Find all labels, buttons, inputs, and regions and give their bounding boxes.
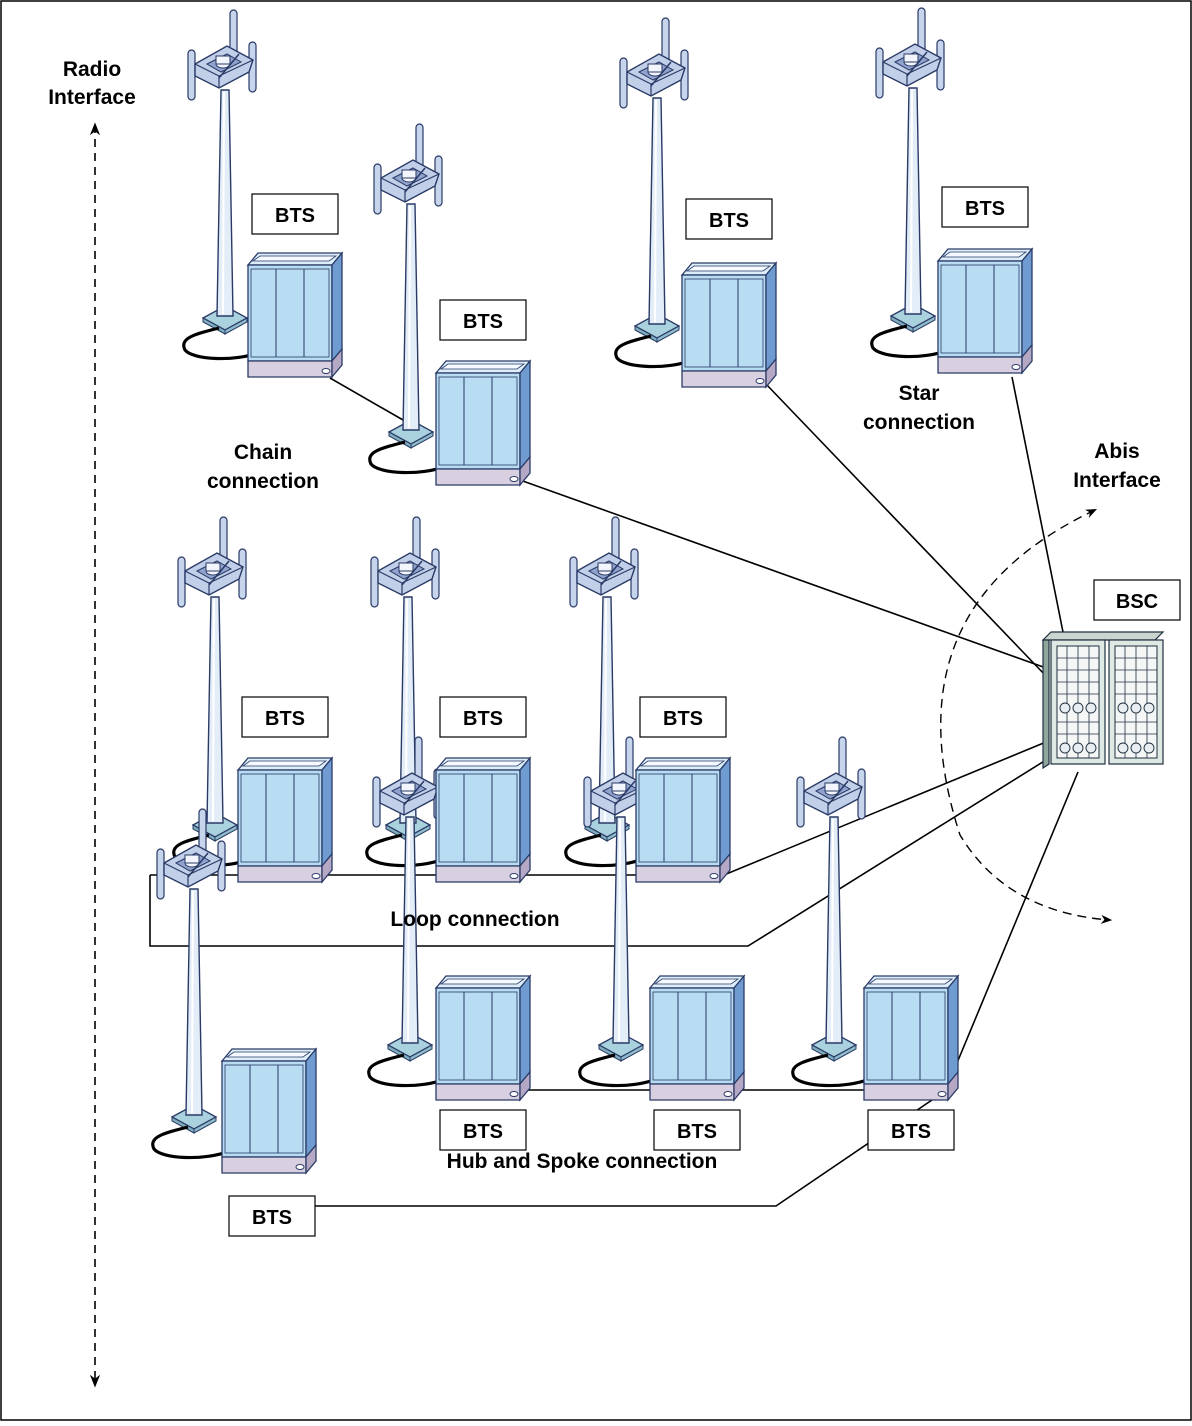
bts-label: BTS: [463, 708, 503, 730]
bts-label: BTS: [463, 311, 503, 333]
bts-label-box: BTS: [439, 299, 527, 341]
bsc-equipment-icon: [1041, 631, 1165, 770]
bts-label: BTS: [463, 1121, 503, 1143]
bts-cabinet-icon: [635, 757, 731, 883]
bts-labels: BTS BTS BTS BTS BTS BTS BTS BTS: [228, 186, 1029, 1237]
star-link-line-1: [764, 382, 1047, 677]
bts-cabinet-icon: [247, 252, 343, 378]
bts-label: BTS: [677, 1121, 717, 1143]
chain-to-bsc-line: [519, 479, 1047, 669]
antenna-tower-icon: [564, 515, 645, 868]
antenna-towers: [151, 6, 951, 1160]
connection-labels: Radio Interface Abis Interface Chain con…: [48, 58, 1161, 1173]
star-link-line-2: [1011, 376, 1064, 633]
bts-cabinet-icon: [435, 975, 531, 1101]
bts-cabinet-icon: [863, 975, 959, 1101]
bts-label-box: BTS: [867, 1109, 955, 1151]
loop-outer-line: [149, 759, 1047, 947]
bts-cabinet-icon: [435, 757, 531, 883]
bts-label: BTS: [275, 205, 315, 227]
bts-cabinet-icon: [435, 360, 531, 486]
bts-label-box: BTS: [439, 696, 527, 738]
bts-label-box: BTS: [941, 186, 1029, 228]
bsc-label-box: BSC: [1093, 579, 1181, 621]
bts-label: BTS: [265, 708, 305, 730]
bts-label-box: BTS: [639, 696, 727, 738]
bts-cabinet-icon: [649, 975, 745, 1101]
bts-cabinet-icon: [681, 262, 777, 388]
star-connection-label-line1: Star: [899, 382, 940, 405]
antenna-tower-icon: [151, 807, 232, 1160]
bts-label-box: BTS: [251, 193, 339, 235]
bts-label: BTS: [965, 198, 1005, 220]
bts-label-box: BTS: [653, 1109, 741, 1151]
chain-connection-label-line2: connection: [207, 470, 319, 493]
hub-spoke-connection-label: Hub and Spoke connection: [447, 1150, 718, 1173]
chain-connection-label-line1: Chain: [234, 441, 292, 464]
bts-label: BTS: [663, 708, 703, 730]
hub-spoke-line-2: [951, 771, 1079, 1076]
bts-label: BTS: [709, 210, 749, 232]
bts-label-box: BTS: [241, 696, 329, 738]
bts-label: BTS: [252, 1207, 292, 1229]
abis-interface-label-line1: Abis: [1094, 440, 1140, 463]
bts-cabinet-icon: [237, 757, 333, 883]
radio-interface-label-line1: Radio: [63, 58, 121, 81]
bts-cabinet-icon: [937, 248, 1033, 374]
bts-label-box: BTS: [685, 198, 773, 240]
bts-cabinet-icon: [221, 1048, 317, 1174]
bts-label-box: BTS: [228, 1195, 316, 1237]
abis-interface-label-line2: Interface: [1073, 469, 1161, 492]
star-connection-label-line2: connection: [863, 411, 975, 434]
loop-connection-label: Loop connection: [390, 908, 559, 931]
bsc-label: BSC: [1116, 591, 1158, 613]
abis-interface-arc: [940, 509, 1113, 924]
radio-interface-label-line2: Interface: [48, 86, 136, 109]
bts-label-box: BTS: [439, 1109, 527, 1151]
chain-link-line: [329, 377, 411, 425]
bts-label: BTS: [891, 1121, 931, 1143]
